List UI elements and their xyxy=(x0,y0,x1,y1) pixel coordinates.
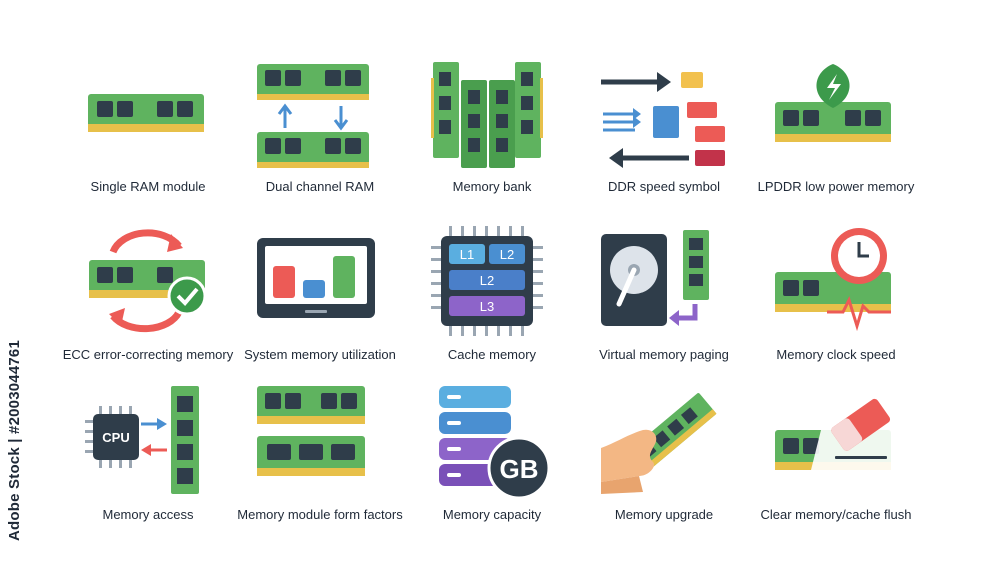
form-factor-icon xyxy=(257,386,365,476)
icon-tile-memory-bank: Memory bank xyxy=(406,52,578,220)
tile-label: Dual channel RAM xyxy=(265,179,375,194)
tile-label: ECC error-correcting memory xyxy=(62,347,234,362)
icon-grid: Single RAM module Dual channel RAM xyxy=(62,52,922,530)
server-stack-icon: GB xyxy=(439,386,551,500)
tile-label: LPDDR low power memory xyxy=(757,179,915,194)
cache-level-l3: L3 xyxy=(480,299,494,314)
icon-tile-upgrade: Memory upgrade xyxy=(578,380,750,530)
hard-disk-icon xyxy=(601,230,709,326)
ram-module-icon xyxy=(88,94,204,132)
dual-channel-icon xyxy=(257,64,369,168)
tile-label: Single RAM module xyxy=(90,179,206,194)
icon-tile-virtual-paging: Virtual memory paging xyxy=(578,220,750,380)
icon-tile-ddr-speed: DDR speed symbol xyxy=(578,52,750,220)
icon-tile-single-ram: Single RAM module xyxy=(62,52,234,220)
tile-label: Memory bank xyxy=(452,179,532,194)
cache-level-l2: L2 xyxy=(500,247,514,262)
low-power-leaf-icon xyxy=(775,64,891,142)
tile-label: Memory module form factors xyxy=(237,507,403,522)
icon-tile-cache: L1 L2 L2 L3 Cache memory xyxy=(406,220,578,380)
tile-label: Memory clock speed xyxy=(776,347,896,362)
icon-tile-dual-channel: Dual channel RAM xyxy=(234,52,406,220)
monitor-chart-icon xyxy=(257,238,375,318)
tile-label: Memory upgrade xyxy=(614,507,714,522)
tile-label: Memory access xyxy=(102,507,194,522)
icon-tile-form-factors: Memory module form factors xyxy=(234,380,406,530)
memory-bank-icon xyxy=(431,62,543,168)
icon-tile-lpddr: LPDDR low power memory xyxy=(750,52,922,220)
clock-pulse-icon xyxy=(775,228,891,332)
eraser-icon xyxy=(775,398,891,470)
cpu-chip-label: CPU xyxy=(102,430,129,445)
icon-tile-memory-access: CPU Memory access xyxy=(62,380,234,530)
hand-ram-icon xyxy=(601,393,717,494)
cache-level-l2-shared: L2 xyxy=(480,273,494,288)
cache-level-l1: L1 xyxy=(460,247,474,262)
tile-label: Cache memory xyxy=(447,347,537,362)
tile-label: DDR speed symbol xyxy=(608,179,720,194)
tile-label: System memory utilization xyxy=(244,347,396,362)
icon-tile-utilization: System memory utilization xyxy=(234,220,406,380)
ecc-check-icon xyxy=(89,229,207,333)
ddr-speed-icon xyxy=(601,72,725,168)
icon-tile-cache-flush: Clear memory/cache flush xyxy=(750,380,922,530)
tile-label: Virtual memory paging xyxy=(599,347,729,362)
capacity-badge: GB xyxy=(500,454,539,484)
stock-watermark: Adobe Stock | #2003044761 xyxy=(6,340,23,541)
icon-tile-clock-speed: Memory clock speed xyxy=(750,220,922,380)
icon-tile-ecc: ECC error-correcting memory xyxy=(62,220,234,380)
tile-label: Memory capacity xyxy=(442,507,542,522)
tile-label: Clear memory/cache flush xyxy=(760,507,912,522)
cpu-chip-icon: CPU xyxy=(85,386,199,494)
cpu-cache-icon: L1 L2 L2 L3 xyxy=(431,226,543,336)
icon-tile-capacity: GB Memory capacity xyxy=(406,380,578,530)
